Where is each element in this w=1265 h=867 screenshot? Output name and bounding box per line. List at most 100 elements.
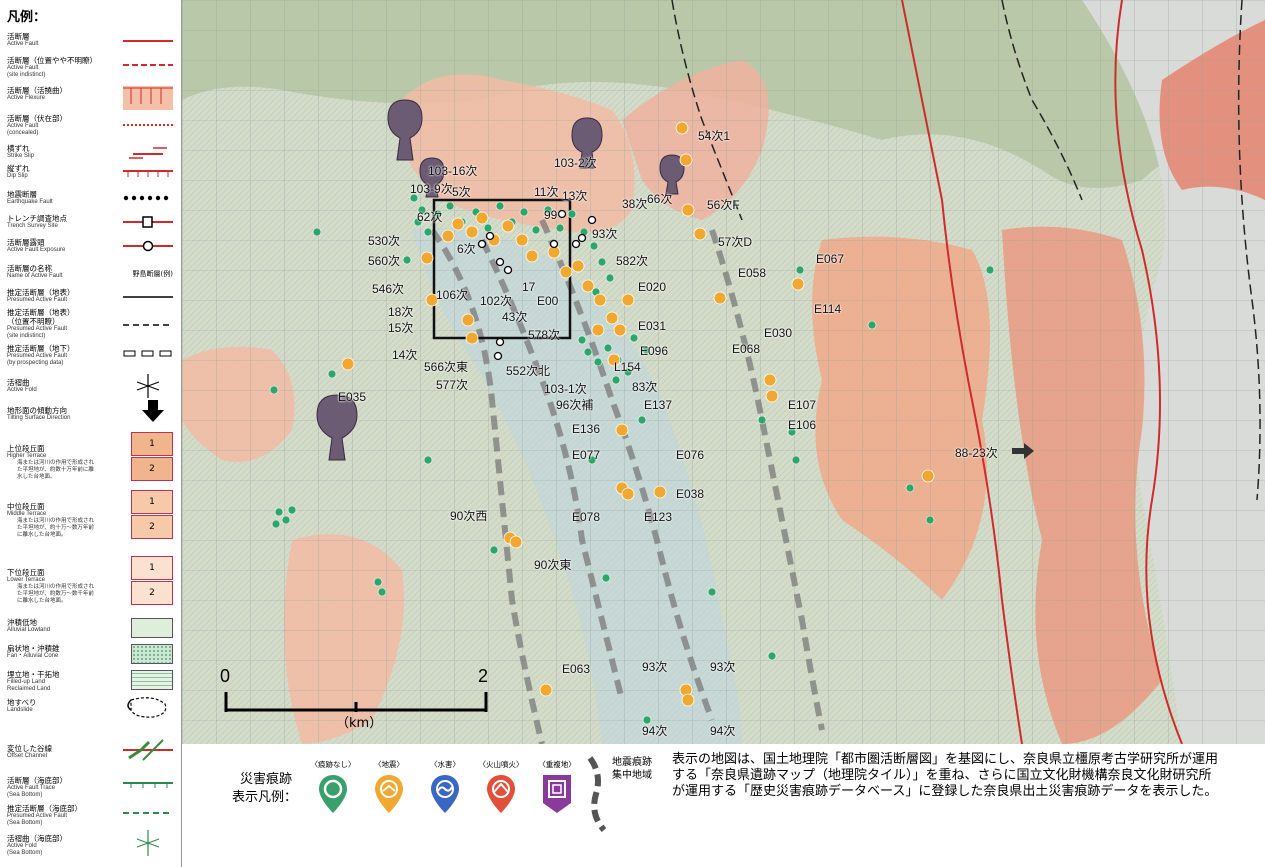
map-label: 57次D [718,235,753,249]
map-label: 6次 [457,242,476,256]
map-label: 106次 [436,288,469,302]
offset-channel-icon [123,739,173,761]
map-label: 94次 [710,724,736,738]
map-label: 17 [522,280,536,294]
tilt-arrow-icon [142,400,164,422]
map-label: 43次 [502,310,528,324]
map-label: E00 [537,294,559,308]
orange-earthquake-pin-icon [375,775,403,813]
map-label: 66次 [647,192,673,206]
map-description: 表示の地図は、国土地理院「都市圏活断層図」を基図にし、奈良県立橿原考古学研究所が… [672,752,1219,799]
map-label: L154 [614,360,641,374]
map-label: 14次 [392,348,418,362]
legend-title: 凡例： [7,10,47,25]
map-label: 56次F [707,198,740,212]
map-label: 578次 [528,328,561,342]
subsurface-symbol-icon [123,350,172,357]
earthquake-fault-symbol-icon [123,195,169,201]
fault-map[interactable]: 103-16次 103-2次 54次1 103-9次 5次 11次 13次 66… [182,0,1265,744]
legend-concealed-fault: 活断層（伏在部）Active Fault (concealed) [7,114,179,137]
map-label: E038 [676,487,705,501]
map-label: 577次 [436,378,469,392]
map-label: 582次 [616,254,649,268]
map-label: 93次 [642,660,668,674]
map-label: 11次 [534,185,559,199]
map-label: E031 [638,319,667,333]
map-label: 103-16次 [428,164,478,178]
middle-terrace-swatch-2: 2 [131,515,173,539]
bottom-panel: 災害痕跡 表示凡例： 〈痕跡なし〉 〈地震〉 〈水害〉 〈火山噴火〉 〈重複地〉… [182,744,1265,867]
purple-multi-pin-icon [543,775,571,813]
map-label: 13次 [562,189,588,203]
pin-none: 〈痕跡なし〉 [308,759,358,819]
sea-fold-icon [136,830,160,856]
sea-fault-symbol-icon [123,782,173,788]
map-label: 552次北 [506,364,551,378]
map-label: E058 [738,266,767,280]
pin-volcano: 〈火山噴火〉 [476,759,526,819]
map-label: E078 [572,510,601,524]
dip-slip-symbol-icon [123,170,173,177]
middle-terrace-swatch-1: 1 [131,490,173,514]
map-label: 103-2次 [554,156,597,170]
map-label: 546次 [372,282,405,296]
legend-active-fault-indistinct: 活断層（位置やや不明瞭）Active Fault (site indistinc… [7,56,179,79]
map-label: 90次東 [534,558,572,572]
higher-terrace-swatch-1: 1 [131,432,173,456]
sea-presumed-symbol-icon [123,812,173,814]
fold-symbol-icon [136,374,160,398]
red-volcano-pin-icon [487,775,515,813]
pin-earthquake: 〈地震〉 [364,759,414,819]
map-label: 103-9次 [410,182,453,196]
map-label: 94次 [642,724,668,738]
map-label: E136 [572,422,601,436]
legend-sea-fold: 活褶曲（海底部）Active Fold (Sea Bottom) [7,830,179,857]
fan-swatch [131,644,173,664]
concealed-fault-symbol-icon [123,124,173,126]
alluvial-swatch [131,618,173,638]
map-label: 99 [544,208,558,222]
zone-label: 地震痕跡 集中地域 [612,757,652,781]
trench-symbol-icon [123,216,173,228]
legend-active-flexure: 活断層（活撓曲）Active Flexure [7,86,179,110]
flexure-symbol-icon [123,86,173,110]
map-label: 530次 [368,234,401,248]
map-label: 83次 [632,380,658,394]
map-label: 102次 [480,294,513,308]
map-label: 96次補 [556,398,594,412]
map-label: 54次1 [698,129,731,143]
presumed-dashed-symbol-icon [123,324,173,326]
map-label: 15次 [388,321,414,335]
pin-flood: 〈水害〉 [420,759,470,819]
map-label: 566次東 [424,360,469,374]
map-label: 560次 [368,254,401,268]
map-label: E096 [640,344,669,358]
dashed-fault-symbol-icon [123,64,173,66]
map-label: E107 [788,398,817,412]
legend-sea-presumed-fault: 推定活断層（海底部）Presumed Active Fault (Sea Bot… [7,804,179,827]
map-base [182,0,1265,744]
reclaimed-swatch [131,670,173,690]
earthquake-zone-icon [587,756,607,832]
lower-terrace-swatch-2: 2 [131,581,173,605]
map-label: E106 [788,418,817,432]
map-label: 103-1次 [544,382,587,396]
scale-unit-label: （km） [336,716,383,731]
map-label: E063 [562,662,591,676]
map-label: E020 [638,280,667,294]
active-fault-symbol-icon [123,40,173,42]
